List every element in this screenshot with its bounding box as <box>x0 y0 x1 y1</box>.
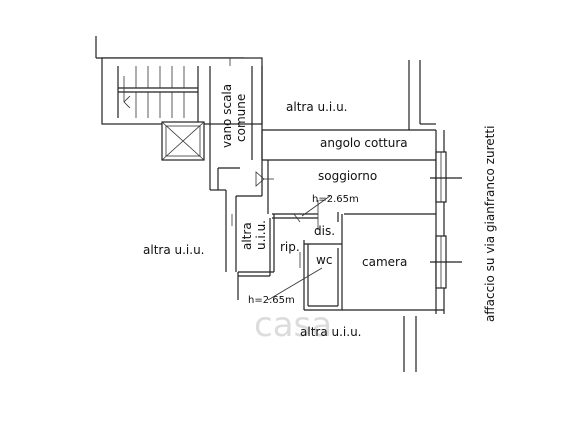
corridor <box>209 160 274 272</box>
label-altra-center-uiu: u.i.u. <box>254 220 268 250</box>
label-wc: wc <box>316 253 332 267</box>
label-angolo-cottura: angolo cottura <box>320 136 408 150</box>
label-altra-uiu-top: altra u.i.u. <box>286 100 347 114</box>
apartment-walls <box>237 130 445 314</box>
label-dis: dis. <box>314 224 335 238</box>
label-altra-center: altra <box>240 222 254 250</box>
label-vano-scala: vano scala <box>220 84 234 148</box>
detail-marks <box>229 58 331 301</box>
stairwell <box>101 57 263 160</box>
window-lower <box>430 235 462 289</box>
label-affaccio: affaccio su via gianfranco zuretti <box>483 126 497 322</box>
label-soggiorno: soggiorno <box>318 169 377 183</box>
label-height-lower: h=2.65m <box>248 295 295 306</box>
window-upper <box>430 151 462 203</box>
label-rip: rip. <box>280 240 300 254</box>
label-height-upper: h=2.65m <box>312 194 359 205</box>
label-altra-uiu-bottom: altra u.i.u. <box>300 325 361 339</box>
label-vano-scala-comune: comune <box>234 94 248 142</box>
label-altra-uiu-left: altra u.i.u. <box>143 243 204 257</box>
elevator-shaft <box>161 121 205 161</box>
label-camera: camera <box>362 255 407 269</box>
watermark: casa <box>254 305 332 345</box>
